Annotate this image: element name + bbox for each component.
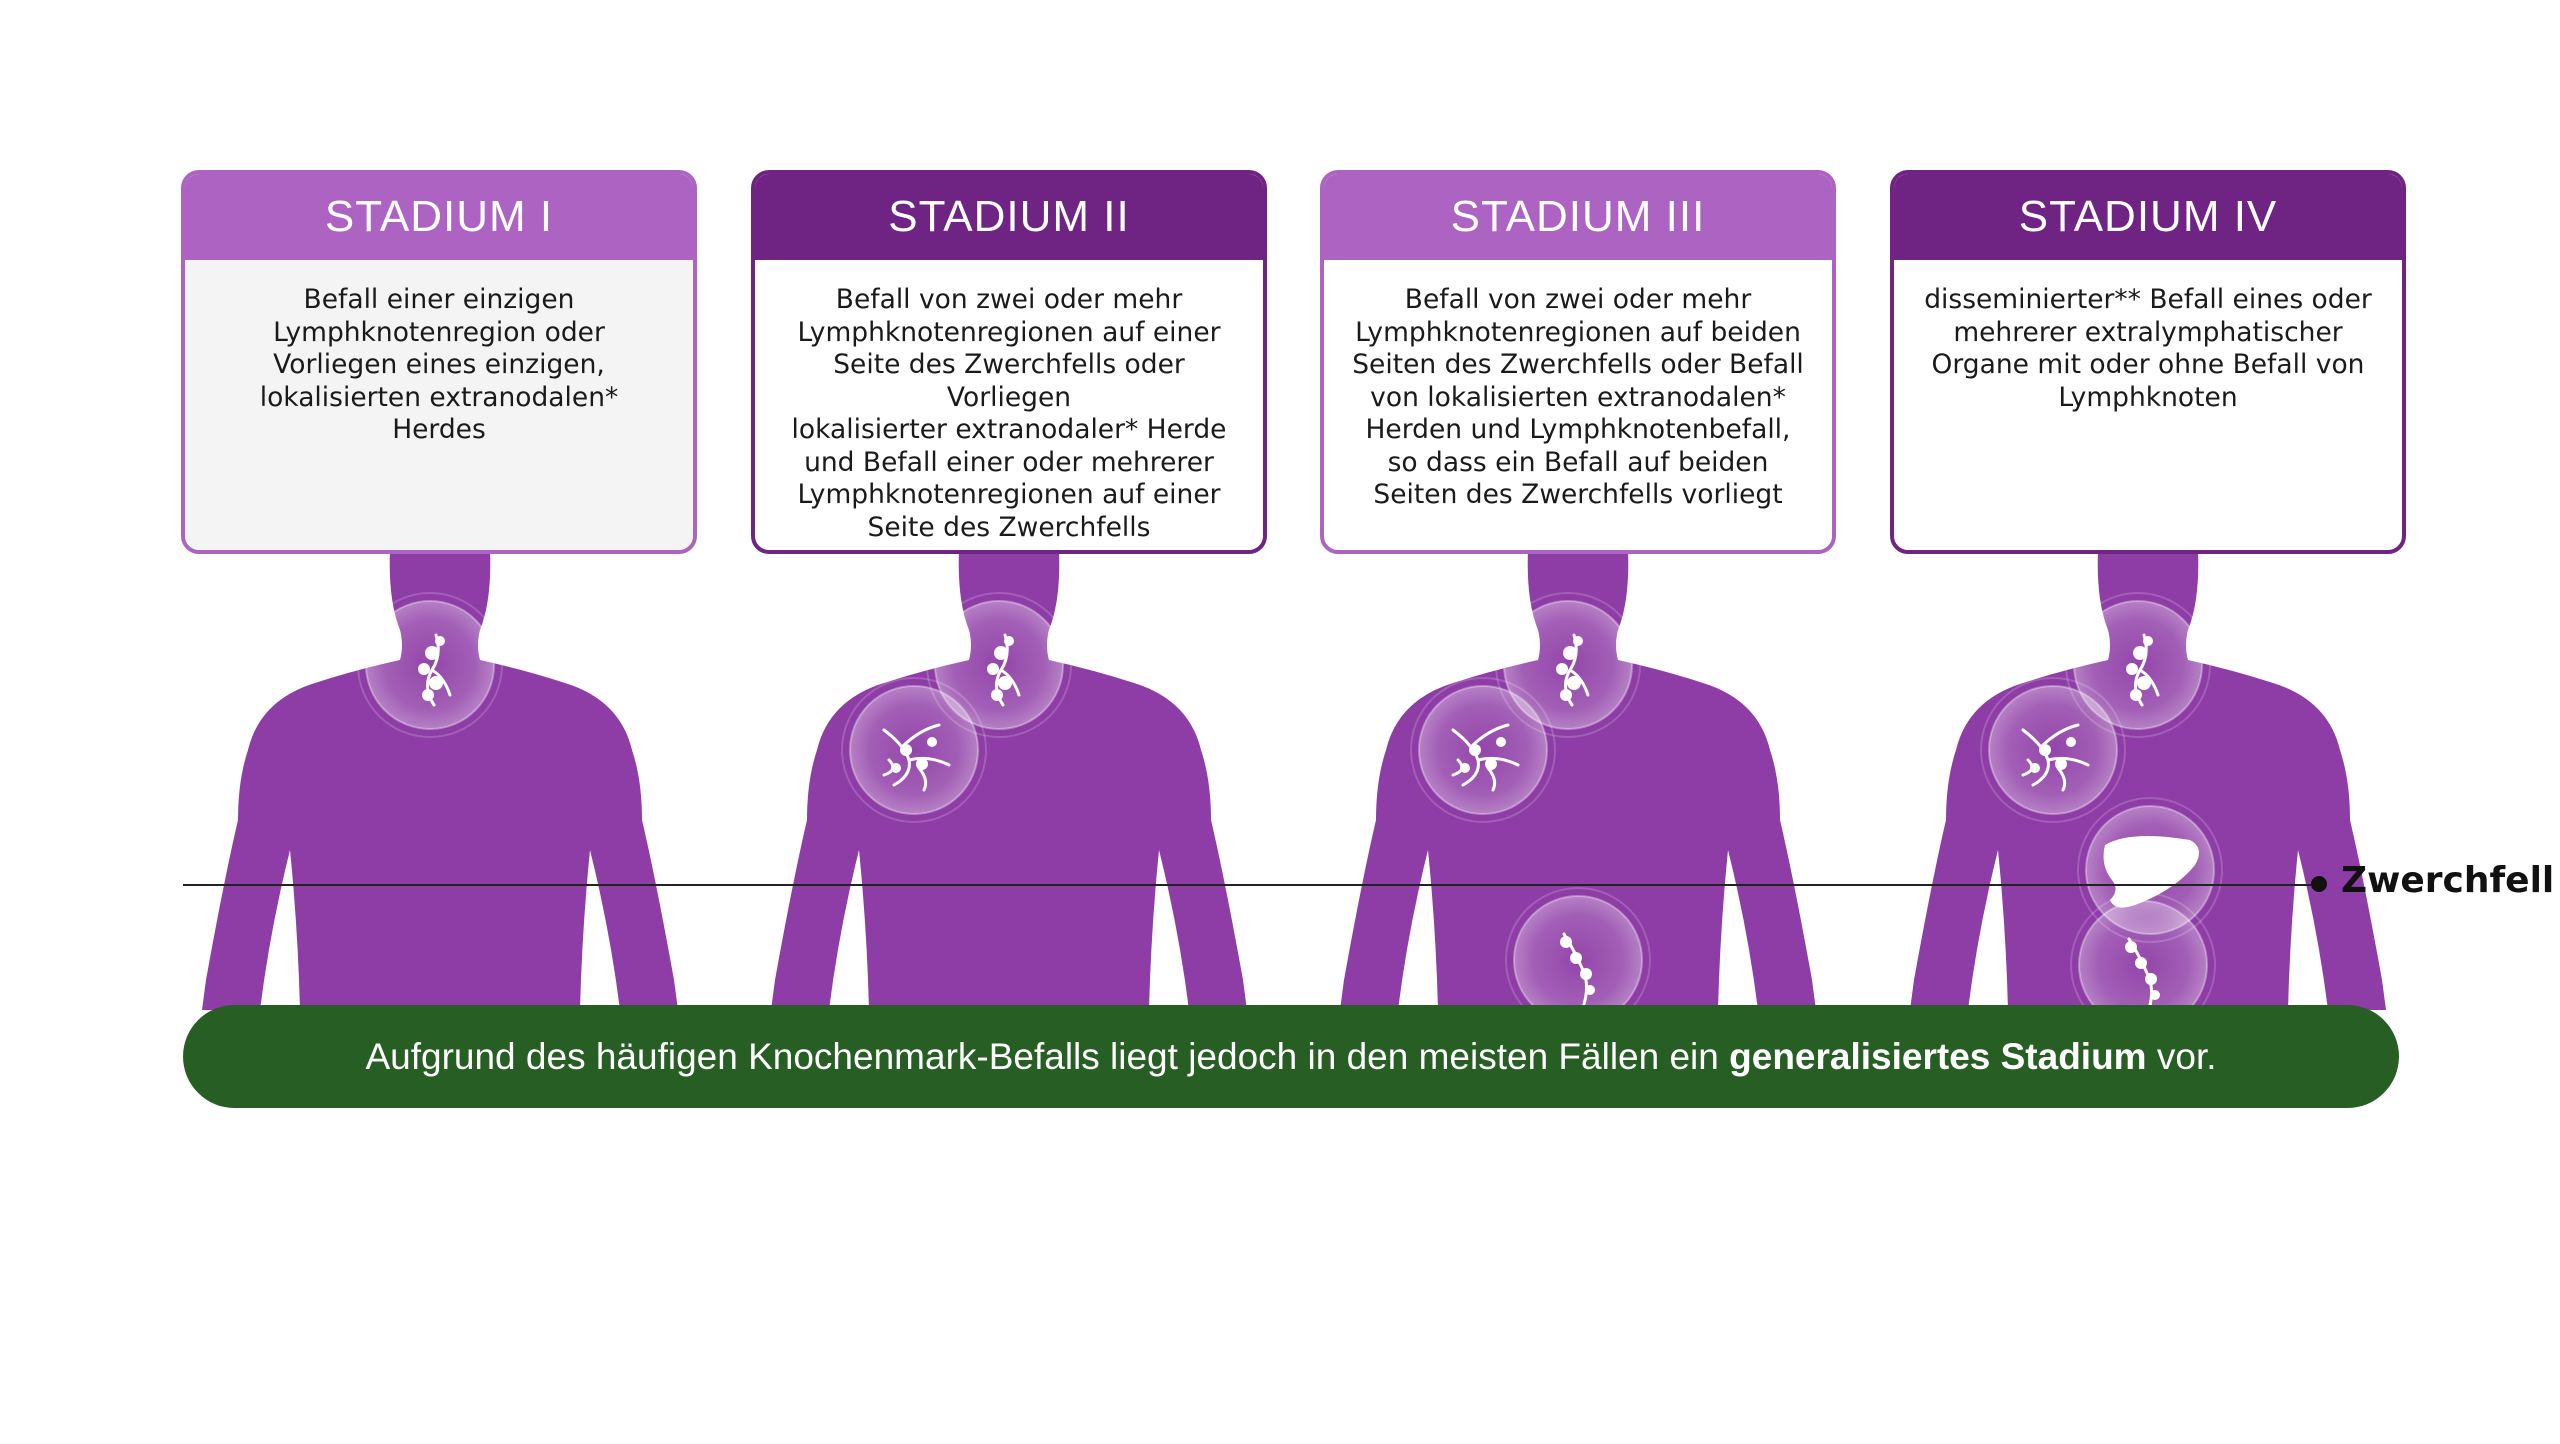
stage-title: STADIUM I [185, 174, 693, 260]
banner-text-bold: generalisiertes Stadium [1729, 1035, 2147, 1077]
summary-banner: Aufgrund des häufigen Knochenmark-Befall… [183, 1005, 2399, 1108]
diaphragm-marker-dot [2311, 876, 2327, 892]
stage-description: disseminierter** Befall eines oder mehre… [1924, 284, 2372, 413]
body-figure-stage-3 [1318, 550, 1838, 1010]
abdomen-lymph-node-icon [1318, 550, 1838, 1010]
stage-title: STADIUM II [755, 174, 1263, 260]
banner-text-start: Aufgrund des häufigen Knochenmark-Befall… [365, 1035, 1719, 1077]
stage-card-2: STADIUM II Befall von zwei oder mehr Lym… [751, 170, 1267, 554]
body-figure-stage-2 [749, 550, 1269, 1010]
banner-text-end: vor. [2156, 1035, 2217, 1077]
body-figure-stage-1 [180, 550, 700, 1010]
stage-description: Befall einer einzigen Lymphknotenregion … [185, 260, 693, 550]
stage-card-3: STADIUM III Befall von zwei oder mehr Ly… [1320, 170, 1836, 554]
stage-title: STADIUM III [1324, 174, 1832, 260]
body-figure-stage-4 [1888, 550, 2408, 1010]
abdomen-lymph-node-icon [1888, 550, 2408, 1010]
diaphragm-label: Zwerchfell [2341, 860, 2555, 901]
armpit-lymph-node-icon [749, 550, 1269, 1010]
stage-description: Befall von zwei oder mehr Lymphknotenreg… [1352, 284, 1804, 510]
stage-title: STADIUM IV [1894, 174, 2402, 260]
stage-description: Befall von zwei oder mehr Lymphknotenreg… [791, 284, 1227, 543]
neck-lymph-node-icon [180, 550, 700, 1010]
stage-card-4: STADIUM IV disseminierter** Befall eines… [1890, 170, 2406, 554]
stage-card-1: STADIUM I Befall einer einzigen Lymphkno… [181, 170, 697, 554]
diaphragm-line [183, 884, 2320, 886]
